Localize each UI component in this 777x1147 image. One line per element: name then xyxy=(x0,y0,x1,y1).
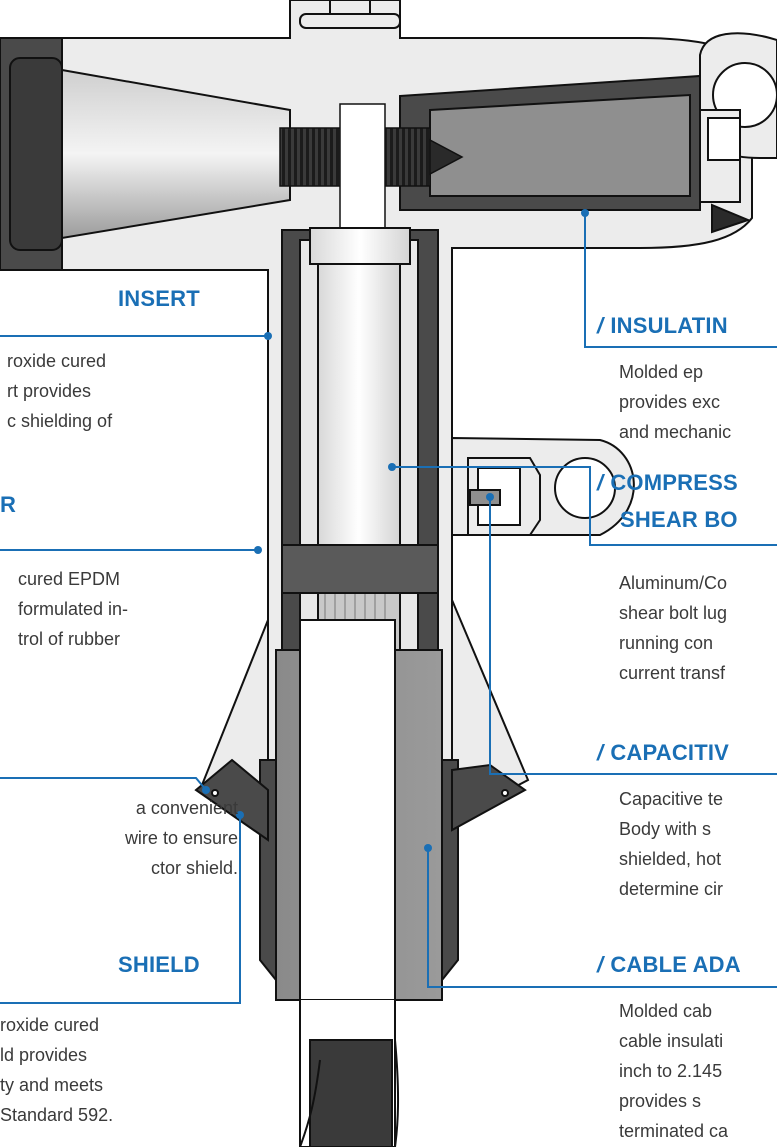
callout-shield-line-1: roxide cured xyxy=(0,1015,100,1035)
callout-r-line-2: formulated in- xyxy=(18,599,129,619)
callout-insert-title: INSERT xyxy=(118,286,200,312)
callout-insulating-title: /INSULATIN xyxy=(597,313,728,339)
callout-cable-line-5: terminated ca xyxy=(619,1121,729,1141)
callout-cable-title: /CABLE ADA xyxy=(597,952,741,978)
leader-insulating-dot xyxy=(581,209,589,217)
slash-marker: / xyxy=(597,470,604,495)
callout-insert-body: roxide cured rt provides c shielding of xyxy=(7,346,255,436)
callout-capacitive-title-text: CAPACITIV xyxy=(610,740,730,765)
callout-insert-line-3: c shielding of xyxy=(7,411,113,431)
callout-cable-line-2: cable insulati xyxy=(619,1031,724,1051)
leader-insert-dot xyxy=(264,332,272,340)
callout-ground-body: a convenient wire to ensure ctor shield. xyxy=(0,793,238,883)
callout-insert-line-2: rt provides xyxy=(7,381,92,401)
cable-jacket xyxy=(299,1039,400,1147)
callout-shield-line-2: ld provides xyxy=(0,1045,88,1065)
callout-r-body: cured EPDM formulated in- trol of rubber xyxy=(18,564,256,654)
slash-marker: / xyxy=(597,740,604,765)
callout-capacitive-body: Capacitive te Body with s shielded, hot … xyxy=(619,784,777,904)
leader-capacitive xyxy=(489,497,777,775)
leader-ground xyxy=(0,777,207,791)
callout-r-title-text: R xyxy=(0,492,17,517)
leader-ground-dot xyxy=(202,786,210,794)
callout-compression-line-3: running con xyxy=(619,633,714,653)
callout-insulating-line-3: and mechanic xyxy=(619,422,732,442)
callout-compression-title: /COMPRESS xyxy=(597,470,738,496)
compression-lug xyxy=(309,227,411,655)
callout-capacitive-line-1: Capacitive te xyxy=(619,789,724,809)
callout-cable-line-3: inch to 2.145 xyxy=(619,1061,723,1081)
callout-r-title: R xyxy=(0,492,16,518)
callout-shield-body: roxide cured ld provides ty and meets St… xyxy=(0,1010,238,1130)
bushing-interface xyxy=(0,37,291,271)
leader-shield xyxy=(0,815,241,1004)
callout-capacitive-title: /CAPACITIV xyxy=(597,740,729,766)
callout-shield-title-text: SHIELD xyxy=(118,952,200,977)
callout-cable-line-1: Molded cab xyxy=(619,1001,713,1021)
callout-compression-title2-text: SHEAR BO xyxy=(620,507,738,532)
callout-cable-line-4: provides s xyxy=(619,1091,702,1111)
leader-shield-dot xyxy=(236,811,244,819)
insert-cone-right xyxy=(399,74,751,234)
callout-insulating-title-text: INSULATIN xyxy=(610,313,728,338)
callout-shield-line-4: Standard 592. xyxy=(0,1105,114,1125)
callout-r-line-1: cured EPDM xyxy=(18,569,121,589)
callout-insert-title-text: INSERT xyxy=(118,286,200,311)
leader-cable-dot xyxy=(424,844,432,852)
callout-cable-title-text: CABLE ADA xyxy=(610,952,741,977)
leader-compression-dot xyxy=(388,463,396,471)
leader-capacitive-dot xyxy=(486,493,494,501)
callout-capacitive-line-2: Body with s xyxy=(619,819,712,839)
callout-cable-body: Molded cab cable insulati inch to 2.145 … xyxy=(619,996,777,1146)
callout-compression-line-4: current transf xyxy=(619,663,726,683)
leader-r-dot xyxy=(254,546,262,554)
test-point-cap xyxy=(299,0,401,29)
callout-insulating-line-2: provides exc xyxy=(619,392,721,412)
callout-capacitive-line-4: determine cir xyxy=(619,879,724,899)
ground-tab-right xyxy=(451,763,527,832)
leader-compression xyxy=(392,466,777,546)
callout-insert-line-1: roxide cured xyxy=(7,351,107,371)
callout-compression-line-1: Aluminum/Co xyxy=(619,573,728,593)
callout-compression-body: Aluminum/Co shear bolt lug running con c… xyxy=(619,568,777,688)
callout-ground-line-3: ctor shield. xyxy=(150,858,238,878)
rubber-interface-band xyxy=(281,544,439,594)
slash-marker: / xyxy=(597,952,604,977)
leader-lines xyxy=(0,209,777,1004)
callout-compression-line-2: shear bolt lug xyxy=(619,603,728,623)
callout-ground-line-2: wire to ensure xyxy=(124,828,238,848)
callout-shield-line-3: ty and meets xyxy=(0,1075,104,1095)
leader-cable xyxy=(427,848,777,988)
callout-r-line-3: trol of rubber xyxy=(18,629,121,649)
callout-insulating-body: Molded ep provides exc and mechanic xyxy=(619,357,777,447)
leader-insulating xyxy=(584,213,777,348)
callout-compression-title-text: COMPRESS xyxy=(610,470,738,495)
ground-tab-left xyxy=(194,758,269,842)
callout-capacitive-line-3: shielded, hot xyxy=(619,849,722,869)
callout-shield-title: SHIELD xyxy=(118,952,200,978)
capacitive-test-point xyxy=(467,457,541,536)
callout-ground-line-1: a convenient xyxy=(135,798,238,818)
callout-compression-title-2: SHEAR BO xyxy=(620,507,738,533)
slash-marker: / xyxy=(597,313,604,338)
callout-insulating-line-1: Molded ep xyxy=(619,362,704,382)
